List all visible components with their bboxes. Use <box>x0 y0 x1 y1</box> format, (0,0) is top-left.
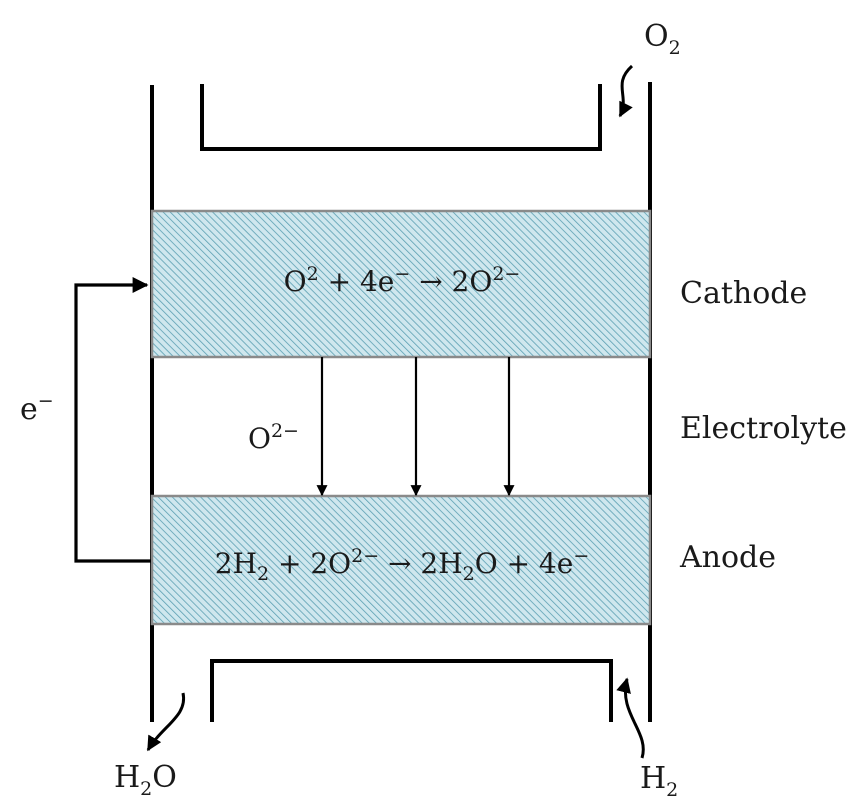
electrolyte-label: Electrolyte <box>680 411 847 446</box>
external-circuit-wire <box>74 277 151 563</box>
anode-gas-channel <box>210 659 613 722</box>
anode-label: Anode <box>679 540 776 575</box>
cathode-layer <box>150 209 652 359</box>
oxygen-label: O2 <box>644 19 681 59</box>
cathode-reaction: O2 + 4e− → 2O2− <box>284 263 521 298</box>
cathode-label: Cathode <box>680 276 807 311</box>
water-outlet-arrow <box>146 692 186 752</box>
oxygen-inlet-arrow <box>618 64 634 118</box>
water-label: H2O <box>114 760 177 800</box>
anode-reaction: 2H2 + 2O2− → 2H2O + 4e− <box>215 545 590 585</box>
oxide-ion-label: O2− <box>248 420 299 455</box>
anode-layer <box>150 494 652 626</box>
cathode-gas-channel <box>200 84 602 151</box>
electron-label: e− <box>20 390 54 427</box>
hydrogen-label: H2 <box>640 761 678 801</box>
hydrogen-inlet-arrow <box>616 677 645 759</box>
